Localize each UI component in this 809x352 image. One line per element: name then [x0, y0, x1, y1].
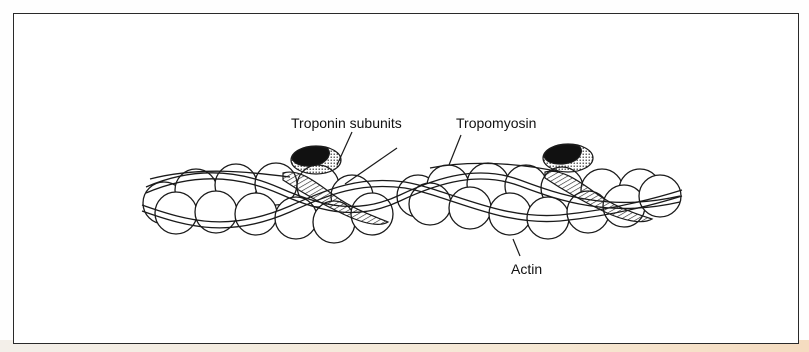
actin-monomer [449, 187, 491, 229]
actin-label: Actin [511, 261, 542, 277]
actin-monomer [527, 197, 569, 239]
troponin-subunits-label: Troponin subunits [291, 115, 402, 131]
tropomyosin-label: Tropomyosin [456, 115, 536, 131]
actin-monomer [409, 183, 451, 225]
actin-monomer [155, 192, 197, 234]
